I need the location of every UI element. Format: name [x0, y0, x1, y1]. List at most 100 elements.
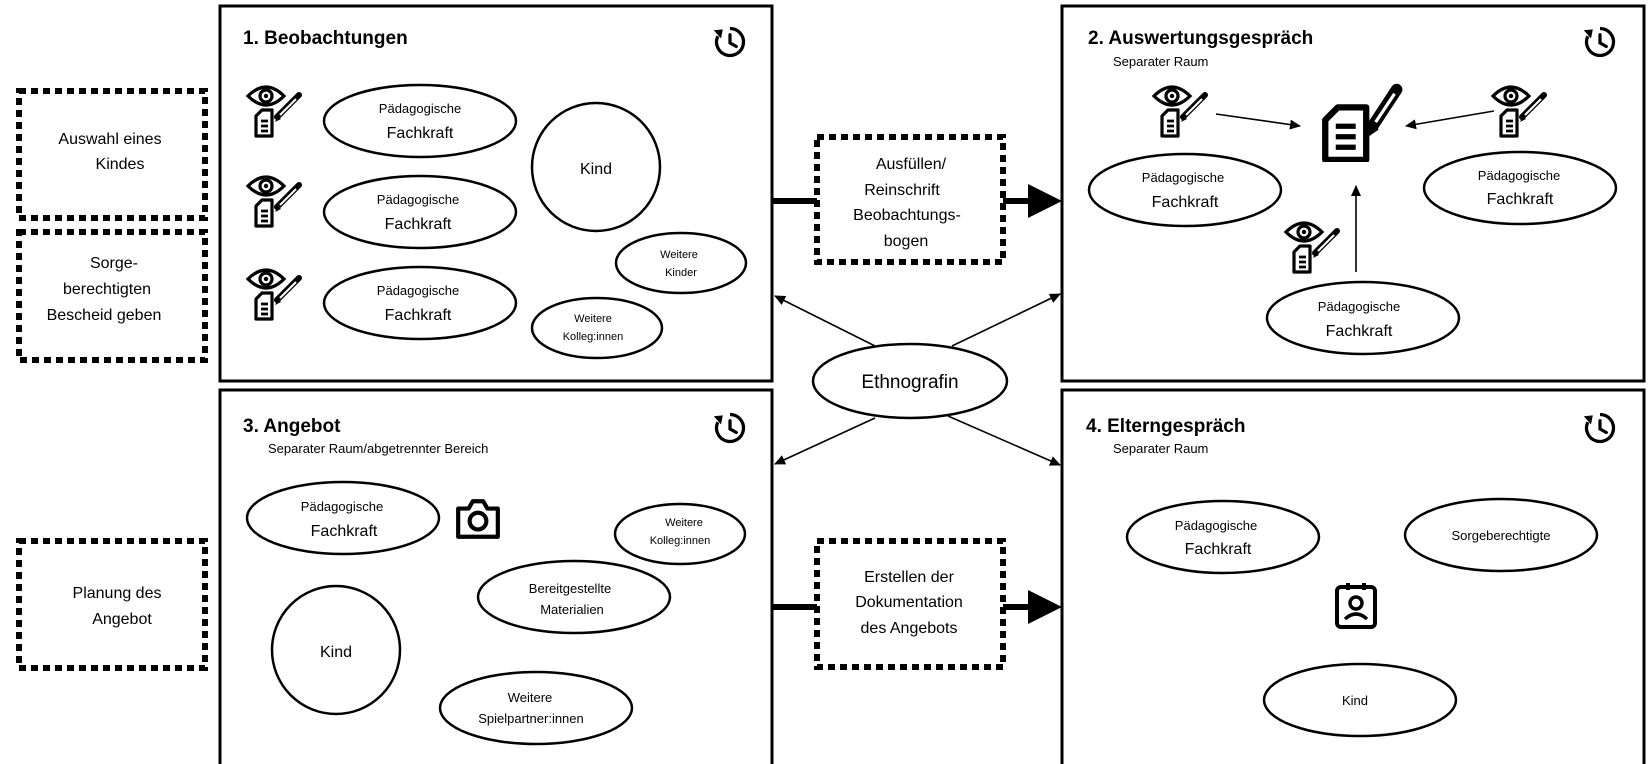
- arrowhead-to-p2: [1028, 184, 1062, 218]
- panel-1-title: 1. Beobachtungen: [243, 28, 408, 49]
- side-box-planung-line1: Planung des: [73, 585, 162, 602]
- label-fachkraft: Fachkraft: [385, 307, 452, 324]
- history-icon: [712, 26, 746, 58]
- label-spielpartnerinnen: Spielpartner:innen: [478, 711, 584, 726]
- node-fachkraft-p2-b: [1422, 150, 1618, 226]
- eye-pencil-document-icon: [1286, 223, 1337, 272]
- side-box-auswahl: [16, 88, 208, 221]
- label-paed: Pädagogische: [377, 283, 459, 298]
- side-box-auswahl-line2: Kindes: [96, 156, 145, 173]
- panel-2-subtitle: Separater Raum: [1113, 54, 1208, 69]
- label-paed: Pädagogische: [1478, 168, 1560, 183]
- process-box-ausfuellen: [814, 134, 1006, 265]
- label-fachkraft: Fachkraft: [1152, 194, 1219, 211]
- arrow-right-to-document: [1405, 110, 1495, 130]
- process-erstellen-line1: Erstellen der: [864, 569, 954, 586]
- arrow-ethnografin-to-p2: [951, 293, 1061, 347]
- node-fachkraft-p1-b: [322, 174, 518, 250]
- panel-2-title: 2. Auswertungsgespräch: [1088, 28, 1313, 49]
- label-paed: Pädagogische: [377, 192, 459, 207]
- eye-pencil-document-icon: [1493, 87, 1544, 136]
- label-paed: Pädagogische: [1318, 299, 1400, 314]
- process-ausfuellen-line4: bogen: [884, 233, 929, 250]
- process-ausfuellen-line2: Reinschrift: [864, 182, 940, 199]
- panel-3-title: 3. Angebot: [243, 416, 341, 437]
- side-box-sorge-line1: Sorge-: [90, 255, 138, 272]
- badge-icon: [1337, 583, 1375, 627]
- side-box-auswahl-line1: Auswahl eines: [58, 131, 161, 148]
- label-kind: Kind: [320, 644, 352, 661]
- process-erstellen-line3: des Angebots: [861, 620, 958, 637]
- label-fachkraft: Fachkraft: [1326, 323, 1393, 340]
- history-icon: [1582, 412, 1616, 444]
- label-kind: Kind: [1342, 693, 1368, 708]
- node-fachkraft-p4: [1125, 499, 1321, 575]
- label-fachkraft: Fachkraft: [311, 523, 378, 540]
- node-weitere-kinder: [614, 231, 748, 295]
- label-materialien: Materialien: [540, 602, 604, 617]
- side-box-planung: [16, 538, 208, 671]
- node-sorgeberechtigte: [1403, 497, 1599, 573]
- side-box-planung-line2: Angebot: [92, 611, 152, 628]
- process-ausfuellen-line3: Beobachtungs-: [853, 207, 961, 224]
- document-pencil-icon: [1325, 90, 1396, 160]
- node-kind-p1: [530, 101, 662, 233]
- label-weitere: Weitere: [508, 690, 553, 705]
- panel-4-title: 4. Elterngespräch: [1086, 416, 1245, 437]
- label-kind: Kind: [580, 161, 612, 178]
- label-paed: Pädagogische: [1142, 170, 1224, 185]
- eye-pencil-document-icon: [248, 270, 299, 319]
- eye-pencil-document-icon: [1154, 87, 1205, 136]
- panel-2-frame: [1060, 4, 1646, 383]
- label-fachkraft: Fachkraft: [1185, 541, 1252, 558]
- panel-4-subtitle: Separater Raum: [1113, 441, 1208, 456]
- panel-1-frame: [218, 4, 774, 383]
- label-paed: Pädagogische: [1175, 518, 1257, 533]
- node-kind-p4: [1262, 662, 1458, 738]
- label-paed: Pädagogische: [301, 499, 383, 514]
- label-ethnografin: Ethnografin: [861, 372, 958, 393]
- node-bereitgestellte-materialien: [476, 559, 672, 635]
- node-fachkraft-p1-c: [322, 265, 518, 341]
- eye-pencil-document-icon: [248, 87, 299, 136]
- process-ausfuellen-line1: Ausfüllen/: [876, 156, 947, 173]
- node-fachkraft-p1-a: [322, 83, 518, 159]
- node-fachkraft-p2-a: [1087, 152, 1283, 228]
- history-icon: [712, 412, 746, 444]
- eye-pencil-document-icon: [248, 177, 299, 226]
- side-box-sorge-line2: berechtigten: [63, 281, 151, 298]
- node-fachkraft-p2-c: [1265, 280, 1461, 356]
- arrow-ethnografin-to-p4: [947, 415, 1061, 466]
- panel-3-subtitle: Separater Raum/abgetrennter Bereich: [268, 441, 488, 456]
- node-weitere-spielpartnerinnen: [438, 670, 634, 746]
- arrowhead-to-p4: [1028, 590, 1062, 624]
- history-icon: [1582, 26, 1616, 58]
- panel-3-frame: [218, 388, 774, 764]
- label-weitere: Weitere: [660, 249, 698, 261]
- label-kolleginnen: Kolleg:innen: [563, 331, 624, 343]
- node-weitere-kolleginnen-p1: [530, 296, 664, 360]
- panel-4-frame: [1060, 388, 1646, 764]
- node-kind-p3: [270, 584, 402, 716]
- node-fachkraft-p3: [245, 480, 441, 556]
- side-box-sorge-line3: Bescheid geben: [47, 307, 162, 324]
- label-weitere: Weitere: [574, 313, 612, 325]
- label-fachkraft: Fachkraft: [1487, 191, 1554, 208]
- side-box-sorge: [16, 229, 208, 363]
- arrow-left-to-document: [1215, 113, 1301, 130]
- node-ethnografin: [811, 342, 1009, 420]
- label-bereitgestellte: Bereitgestellte: [529, 581, 611, 596]
- node-weitere-kolleginnen-p3: [613, 502, 747, 566]
- label-weitere: Weitere: [665, 517, 703, 529]
- label-kolleginnen: Kolleg:innen: [650, 535, 711, 547]
- label-sorgeberechtigte: Sorgeberechtigte: [1451, 528, 1550, 543]
- label-fachkraft: Fachkraft: [385, 216, 452, 233]
- arrow-ethnografin-to-p1: [774, 295, 876, 347]
- arrow-ethnografin-to-p3: [774, 417, 876, 465]
- process-box-erstellen: [814, 538, 1006, 670]
- camera-icon: [458, 501, 498, 536]
- process-erstellen-line2: Dokumentation: [855, 594, 963, 611]
- label-kinder: Kinder: [665, 267, 697, 279]
